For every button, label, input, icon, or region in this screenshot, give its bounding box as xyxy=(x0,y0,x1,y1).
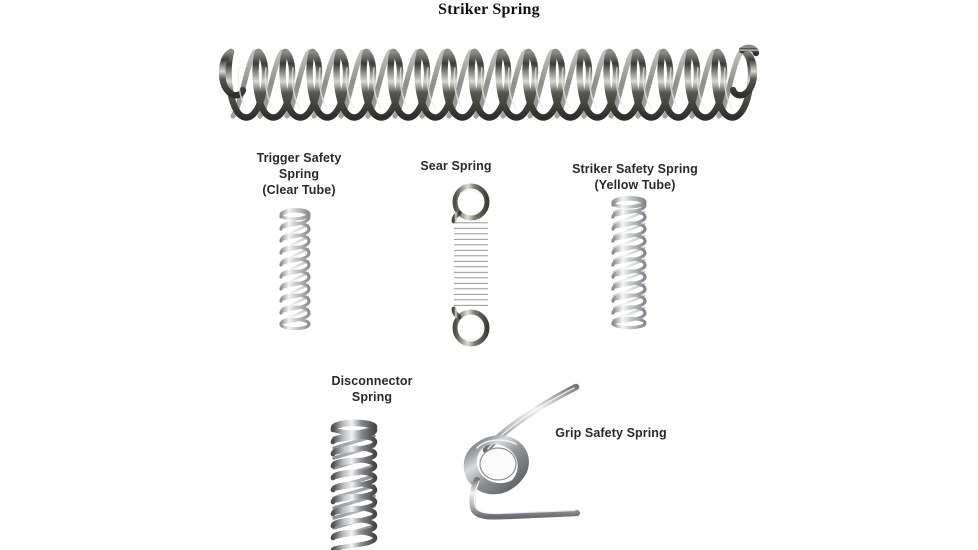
striker-safety-spring-label: Striker Safety Spring (Yellow Tube) xyxy=(572,162,698,192)
striker-safety-spring-image xyxy=(611,196,647,330)
trigger-safety-spring-image xyxy=(279,208,311,331)
sear-spring-image xyxy=(450,183,492,347)
grip-safety-spring-image xyxy=(463,383,581,520)
page-title: Striker Spring xyxy=(438,1,540,18)
disconnector-spring-image xyxy=(330,419,378,550)
grip-safety-spring-label: Grip Safety Spring xyxy=(555,426,667,440)
sear-spring-label: Sear Spring xyxy=(420,159,492,173)
disconnector-spring-label: Disconnector Spring xyxy=(331,374,413,404)
trigger-safety-spring-label: Trigger Safety Spring (Clear Tube) xyxy=(256,151,342,197)
striker-spring-image xyxy=(218,44,760,121)
